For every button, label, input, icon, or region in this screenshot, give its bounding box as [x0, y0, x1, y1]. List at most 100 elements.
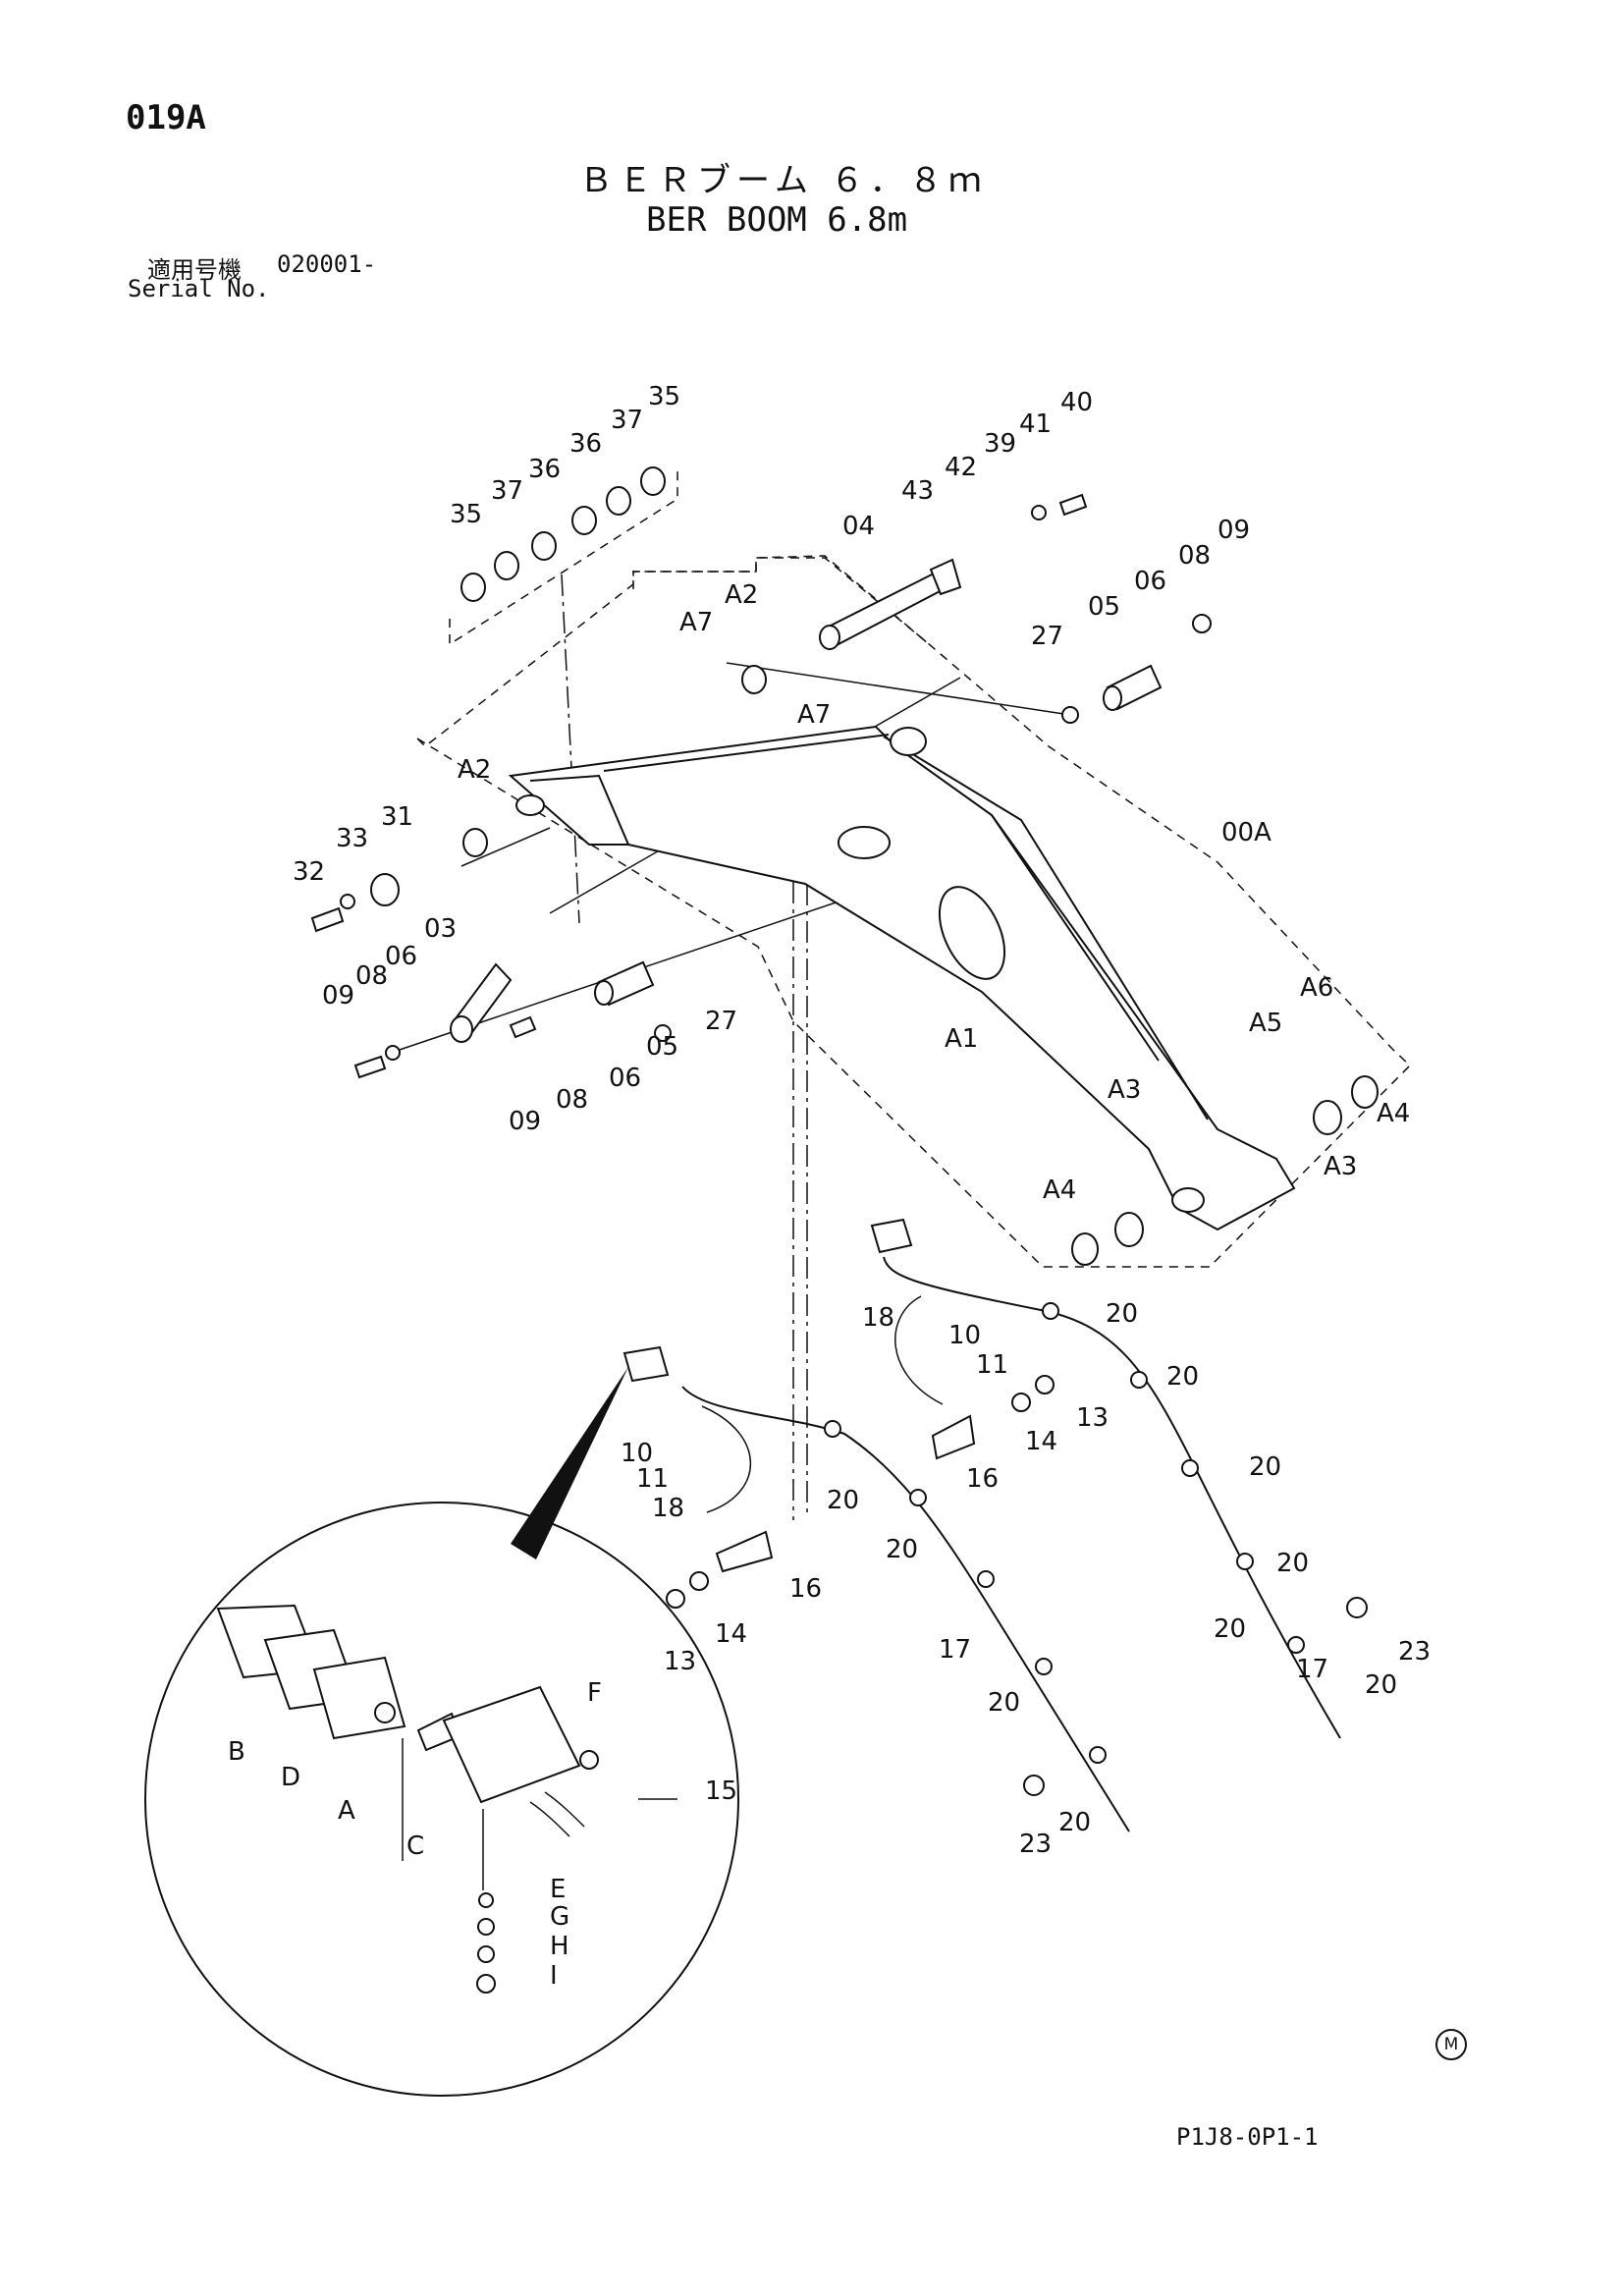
callout-08: 08: [355, 961, 388, 991]
callout-h: H: [550, 1932, 569, 1961]
washers-35-37: [460, 466, 666, 602]
callout-41: 41: [1019, 410, 1052, 439]
group-00A-outline: [416, 555, 1412, 1268]
callout-37: 37: [611, 406, 643, 435]
wiring-harness-right: [870, 1218, 1368, 1739]
callout-42: 42: [945, 453, 977, 482]
callout-d: D: [281, 1763, 300, 1792]
mark-letter: M: [1443, 2035, 1459, 2054]
callout-37: 37: [491, 476, 523, 506]
light-detail-callout: [144, 1367, 739, 2097]
callout-00a: 00A: [1221, 818, 1271, 847]
callout-a2: A2: [725, 580, 758, 610]
callout-20: 20: [886, 1535, 918, 1564]
callout-39: 39: [984, 429, 1016, 459]
pin-05-lower: [594, 960, 655, 1007]
callout-i: I: [550, 1961, 558, 1991]
callout-20: 20: [1276, 1549, 1309, 1578]
callout-a7: A7: [679, 608, 713, 637]
callout-13: 13: [1076, 1403, 1109, 1433]
wiring-harness-left: [622, 1345, 1130, 1832]
callout-09: 09: [509, 1107, 541, 1136]
small-fasteners: [310, 493, 1212, 1079]
harness-brackets: [666, 1375, 1055, 1609]
washer-group-outline: [449, 469, 678, 646]
callout-35: 35: [648, 382, 680, 411]
callout-20: 20: [1214, 1614, 1246, 1644]
callout-43: 43: [901, 476, 934, 506]
callout-08: 08: [556, 1085, 588, 1115]
callout-a: A: [338, 1796, 355, 1826]
callout-17: 17: [1296, 1655, 1328, 1684]
callout-08: 08: [1178, 541, 1211, 571]
callout-18: 18: [862, 1303, 894, 1333]
bushings: [370, 665, 1379, 1266]
callout-04: 04: [842, 512, 875, 541]
callout-09: 09: [1217, 516, 1250, 545]
chain-line-1: [561, 574, 580, 924]
title-english: BER BOOM 6.8m: [646, 200, 908, 240]
callout-20: 20: [1166, 1362, 1199, 1392]
callout-33: 33: [336, 824, 368, 853]
callout-c: C: [406, 1831, 424, 1861]
callout-36: 36: [528, 455, 561, 484]
callout-14: 14: [715, 1619, 747, 1649]
callout-a6: A6: [1300, 973, 1333, 1003]
callout-23: 23: [1019, 1830, 1052, 1859]
callout-13: 13: [664, 1647, 696, 1676]
group-top-outline: [632, 557, 929, 644]
callout-a3: A3: [1324, 1152, 1357, 1181]
callout-b: B: [228, 1737, 245, 1767]
callout-23: 23: [1398, 1637, 1431, 1667]
callout-17: 17: [939, 1635, 971, 1665]
callout-11: 11: [976, 1350, 1008, 1380]
callout-g: G: [550, 1902, 569, 1932]
boom-body-A1: [508, 725, 1296, 1231]
callout-03: 03: [424, 914, 457, 944]
callout-18: 18: [652, 1494, 684, 1523]
callout-a2: A2: [458, 755, 491, 785]
callout-31: 31: [381, 802, 413, 832]
callout-16: 16: [966, 1464, 999, 1494]
callout-a3: A3: [1108, 1075, 1141, 1105]
callout-20: 20: [1249, 1452, 1281, 1482]
callout-32: 32: [293, 857, 325, 887]
pin-03: [450, 962, 513, 1043]
page-number: 019A: [126, 98, 206, 137]
callout-35: 35: [450, 500, 482, 529]
pin-05-upper: [1103, 664, 1163, 711]
callout-20: 20: [1058, 1808, 1091, 1837]
callout-a5: A5: [1249, 1009, 1282, 1038]
callout-a4: A4: [1043, 1175, 1076, 1205]
callout-20: 20: [1365, 1670, 1397, 1700]
callout-14: 14: [1025, 1427, 1057, 1456]
callout-05: 05: [646, 1032, 678, 1062]
callout-labels: 3537363637354342394140040809060527A7A2A7…: [228, 382, 1431, 1991]
callout-20: 20: [827, 1486, 859, 1515]
callout-27: 27: [1031, 622, 1063, 651]
callout-f: F: [587, 1678, 602, 1708]
title-japanese: ＢＥＲブーム ６．８ｍ: [579, 161, 988, 200]
callout-27: 27: [705, 1007, 737, 1036]
callout-36: 36: [569, 429, 602, 459]
serial-value: 020001-: [277, 250, 377, 278]
callout-10: 10: [621, 1439, 653, 1468]
callout-06: 06: [385, 942, 417, 971]
footer-code: P1J8-0P1-1: [1176, 2123, 1319, 2151]
callout-06: 06: [609, 1064, 641, 1093]
callout-a7: A7: [797, 700, 831, 730]
serial-label-japanese: 適用号機: [147, 256, 242, 284]
callout-e: E: [550, 1875, 566, 1904]
callout-15: 15: [705, 1777, 737, 1806]
callout-11: 11: [636, 1464, 669, 1494]
pin-04: [819, 558, 962, 650]
callout-a4: A4: [1377, 1099, 1410, 1128]
callout-05: 05: [1088, 592, 1120, 622]
callout-20: 20: [1106, 1299, 1138, 1329]
callout-16: 16: [789, 1574, 822, 1604]
callout-a1: A1: [945, 1024, 978, 1054]
callout-40: 40: [1060, 388, 1093, 417]
callout-10: 10: [948, 1321, 981, 1350]
callout-06: 06: [1134, 567, 1166, 596]
